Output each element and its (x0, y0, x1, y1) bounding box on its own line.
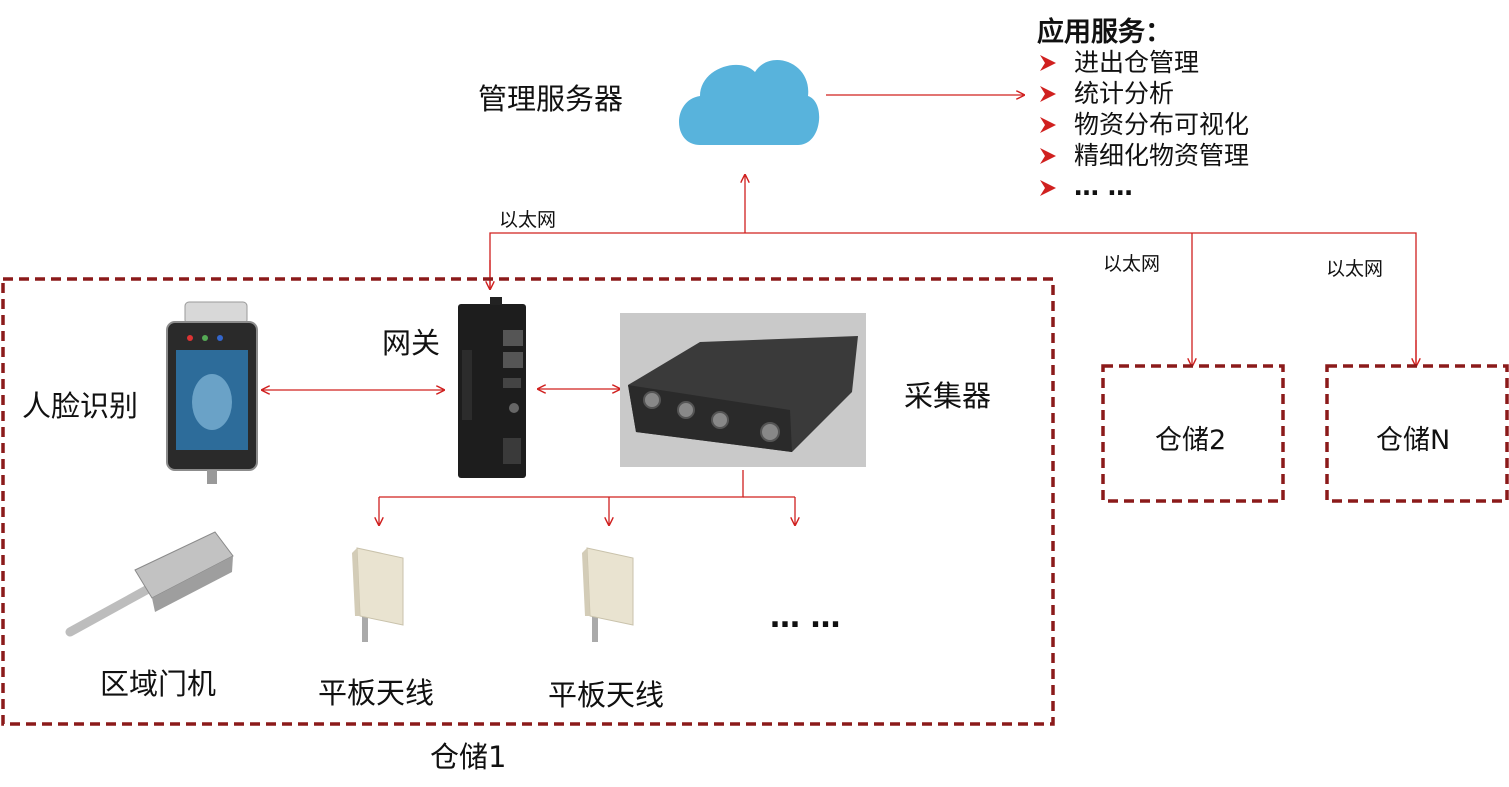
flat-antenna-icon-2 (582, 547, 634, 642)
service-item: 物资分布可视化 (1074, 110, 1250, 139)
gateway-label: 网关 (382, 326, 441, 360)
collector-device-icon (620, 313, 866, 467)
cloud-icon (679, 59, 820, 145)
service-bullets (1040, 55, 1056, 196)
services-panel: 应用服务： (1037, 10, 1172, 49)
warehouseN-label: 仓储N (1376, 425, 1451, 456)
service-item: 统计分析 (1074, 79, 1175, 108)
services-title: 应用服务： (1037, 17, 1172, 48)
service-item: … … (1074, 172, 1133, 201)
services-list: 进出仓管理 统计分析 物资分布可视化 精细化物资管理 … … (1074, 47, 1249, 202)
flat-antenna-icon-1 (352, 547, 404, 642)
warehouse1-label: 仓储1 (430, 740, 507, 774)
ethernet-label-1: 以太网 (499, 209, 557, 231)
warehouse2-label: 仓储2 (1155, 425, 1227, 456)
antenna-label-1: 平板天线 (318, 676, 435, 710)
ethernet-label-3: 以太网 (1326, 258, 1384, 280)
door-sensor-icon (65, 531, 234, 637)
warehouse1-box (1, 277, 1055, 726)
collector-label: 采集器 (904, 379, 992, 413)
antenna-label-2: 平板天线 (548, 678, 665, 712)
collector-antenna-bus (379, 470, 744, 498)
server-label: 管理服务器 (478, 82, 624, 116)
face-recognition-label: 人脸识别 (22, 389, 139, 423)
more-devices-label: … … (770, 600, 841, 635)
warehouseN-box (1325, 364, 1509, 503)
warehouse2-box (1101, 364, 1285, 503)
gateway-device-icon (458, 297, 526, 478)
door-sensor-label: 区域门机 (100, 667, 217, 701)
ethernet-label-2: 以太网 (1103, 253, 1161, 275)
face-recognition-device-icon (166, 301, 258, 484)
service-item: 进出仓管理 (1074, 48, 1200, 77)
service-item: 精细化物资管理 (1074, 141, 1250, 170)
